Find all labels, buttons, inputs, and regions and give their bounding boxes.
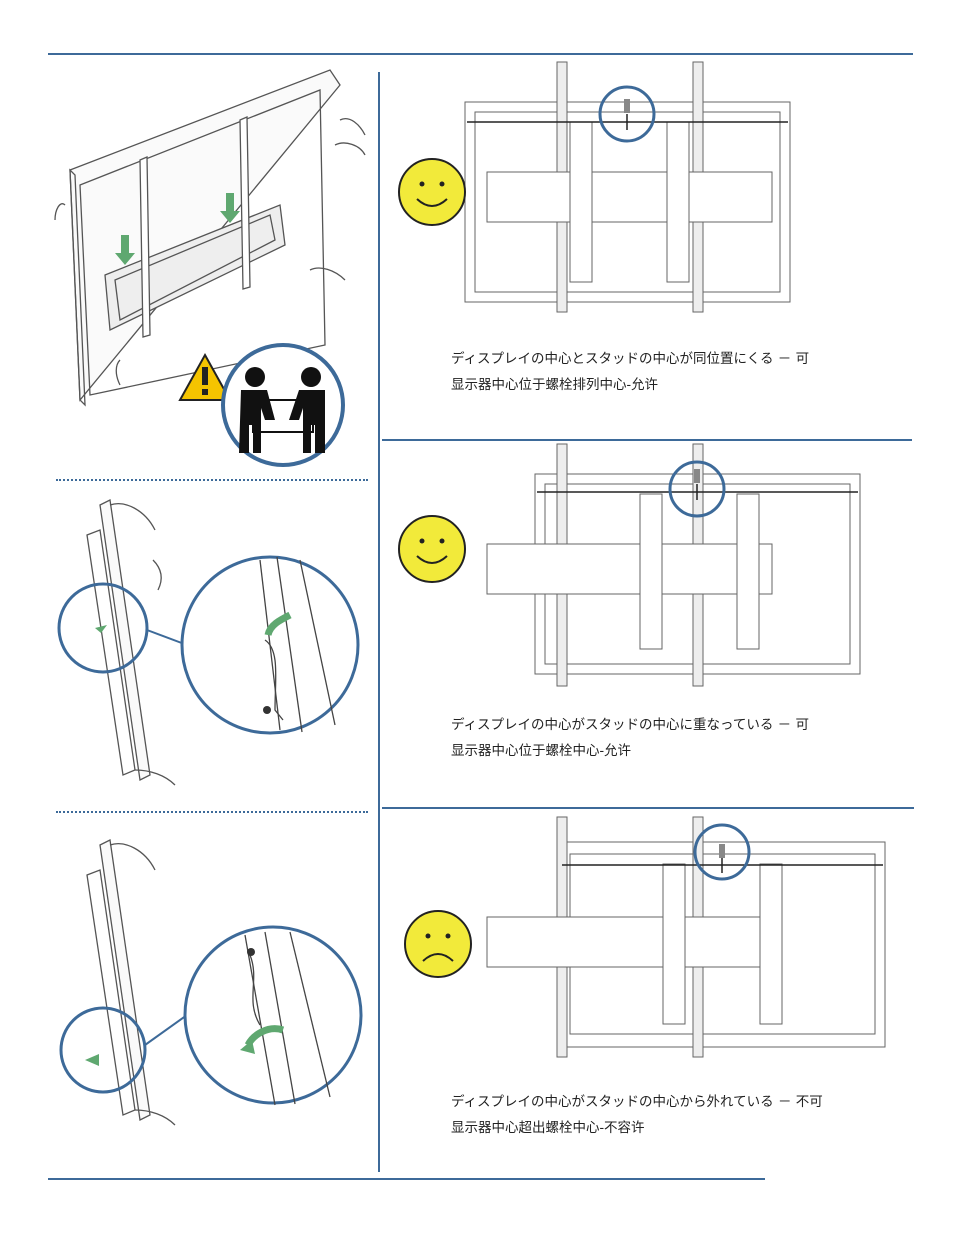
panel3-caption-ja: ディスプレイの中心がスタッドの中心から外れている － 不可	[451, 1094, 823, 1110]
panel3-caption-zh: 显示器中心超出螺栓中心-不容许	[451, 1120, 645, 1136]
right-rule-2	[382, 807, 914, 809]
step2-illustration	[57, 499, 360, 786]
panel1-caption-zh: 显示器中心位于螺栓排列中心-允许	[451, 377, 659, 393]
panel2-face-happy	[398, 515, 466, 583]
bottom-rule	[48, 1178, 765, 1180]
panel3-caption: ディスプレイの中心がスタッドの中心から外れている － 不可 显示器中心超出螺栓中…	[451, 1089, 823, 1141]
panel2-caption: ディスプレイの中心がスタッドの中心に重なっている － 可 显示器中心位于螺栓中心…	[451, 712, 809, 764]
left-dotted-divider-1	[56, 479, 368, 481]
left-dotted-divider-2	[56, 811, 368, 813]
panel1-face-happy	[398, 158, 466, 226]
panel3-face-sad	[404, 910, 472, 978]
right-rule-1	[382, 439, 912, 441]
panel2-caption-zh: 显示器中心位于螺栓中心-允许	[451, 743, 632, 759]
panel-centered: ディスプレイの中心とスタッドの中心が同位置にくる － 可 显示器中心位于螺栓排列…	[395, 61, 910, 432]
panel2-diagram	[486, 443, 861, 687]
panel2-caption-ja: ディスプレイの中心がスタッドの中心に重なっている － 可	[451, 717, 809, 733]
panel1-caption: ディスプレイの中心とスタッドの中心が同位置にくる － 可 显示器中心位于螺栓排列…	[451, 346, 809, 398]
step1-illustration	[54, 69, 366, 467]
panel-overlap: ディスプレイの中心がスタッドの中心に重なっている － 可 显示器中心位于螺栓中心…	[395, 443, 910, 804]
top-rule	[48, 53, 913, 55]
panel1-caption-ja: ディスプレイの中心とスタッドの中心が同位置にくる － 可	[451, 351, 810, 367]
panel3-diagram	[486, 816, 886, 1058]
panel1-diagram	[464, 61, 791, 313]
panel-outside: ディスプレイの中心がスタッドの中心から外れている － 不可 显示器中心超出螺栓中…	[395, 812, 910, 1172]
column-divider	[378, 72, 380, 1172]
step3-illustration	[59, 839, 363, 1126]
